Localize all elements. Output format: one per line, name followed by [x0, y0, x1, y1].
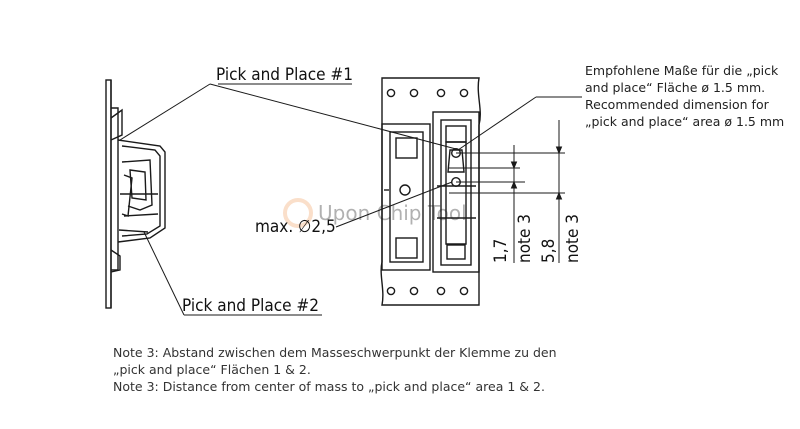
recommended-de-line-2: and place“ Fläche ø 1.5 mm.	[585, 80, 765, 95]
dim-label-5-8: 5,8	[539, 239, 559, 263]
dim-label-note-3-a: note 3	[515, 214, 535, 263]
notes-block: Note 3: Abstand zwischen dem Masseschwer…	[113, 344, 557, 395]
label-max-diameter: max. ∅2,5	[255, 217, 336, 237]
watermark-logo-icon	[283, 198, 313, 228]
watermark-text: Upon Chip Tool	[318, 201, 467, 225]
dimensions	[449, 120, 565, 263]
dim-label-1-7: 1,7	[491, 239, 511, 263]
dim-label-note-3-b: note 3	[563, 214, 583, 263]
label-pick-place-1: Pick and Place #1	[216, 65, 353, 85]
note-line-de-1: Note 3: Abstand zwischen dem Masseschwer…	[113, 345, 557, 360]
side-view	[105, 79, 166, 309]
label-pick-place-2: Pick and Place #2	[182, 296, 319, 316]
recommended-de-line-1: Empfohlene Maße für die „pick	[585, 63, 779, 78]
pocket-right	[432, 111, 480, 273]
side-view-plate	[105, 79, 112, 309]
pocket-left	[381, 123, 431, 271]
leader-lines	[119, 83, 582, 316]
sprocket-holes-top	[386, 88, 469, 98]
note-line-en: Note 3: Distance from center of mass to …	[113, 379, 545, 394]
note-line-de-2: „pick and place“ Flächen 1 & 2.	[113, 362, 311, 377]
tape-view	[380, 77, 481, 306]
tape-outline	[380, 77, 481, 306]
recommended-en-line-1: Recommended dimension for	[585, 97, 770, 112]
recommended-dimension-text: Empfohlene Maße für die „pick and place“…	[585, 63, 784, 129]
sprocket-holes-bottom	[386, 286, 469, 296]
recommended-en-line-2: „pick and place“ area ø 1.5 mm	[585, 114, 784, 129]
